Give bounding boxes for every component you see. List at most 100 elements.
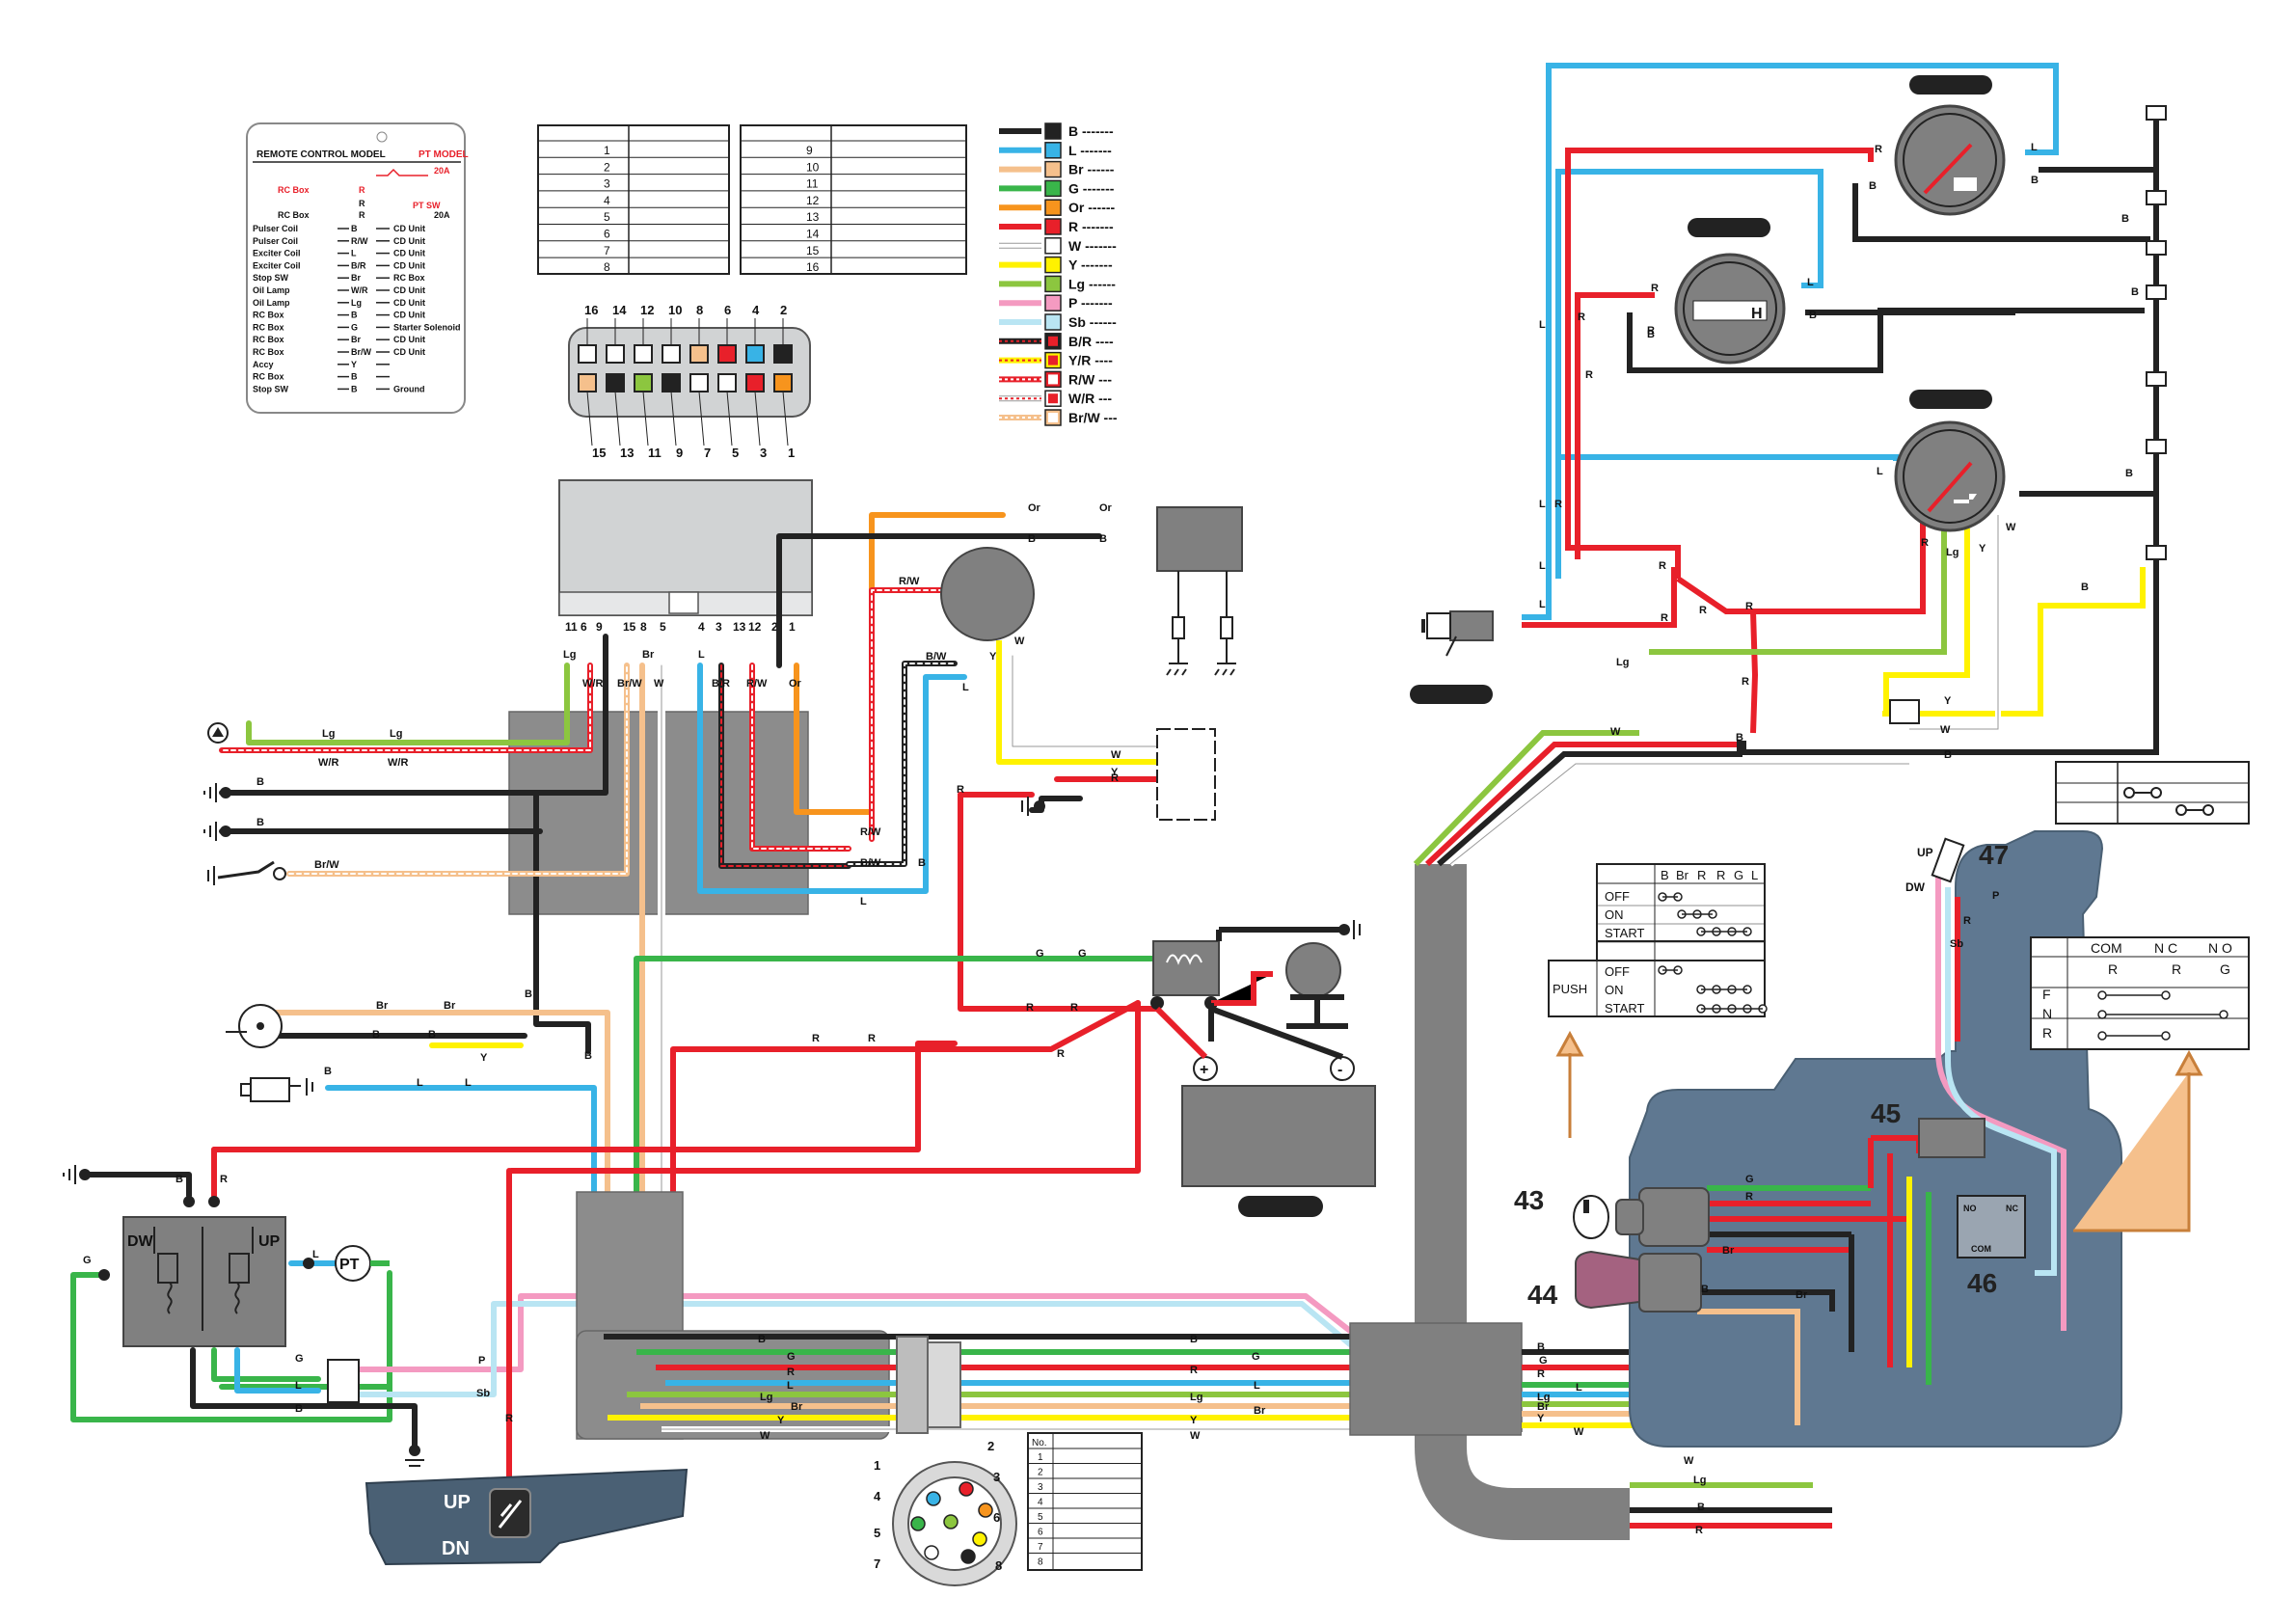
- card-r: R: [359, 199, 365, 208]
- remote-handle-up-dn-switch[interactable]: UP DN: [365, 1468, 689, 1566]
- neutral-row: R: [2042, 1025, 2052, 1041]
- wire-label: R: [1661, 612, 1668, 624]
- pin-number: 3: [604, 177, 610, 191]
- wire-label: R: [1537, 1368, 1545, 1380]
- neutral-col: COM: [2091, 940, 2122, 956]
- ignition-coil: [1156, 506, 1243, 676]
- starter-relay: [1150, 920, 1361, 1042]
- wire-label: W: [1014, 636, 1025, 647]
- remote-control-model-card: REMOTE CONTROL MODEL PT MODEL 20A RC Box…: [246, 122, 469, 414]
- card-row-right: CD Unit: [393, 311, 425, 320]
- remote-box-buzzer-45: [1918, 1118, 1985, 1158]
- wire-label: Br/W: [314, 859, 339, 871]
- oil-lamp-icon: [207, 722, 229, 744]
- wire-label: R: [787, 1367, 795, 1378]
- plug-pin: [972, 1531, 987, 1547]
- wire-label: L: [1539, 499, 1546, 510]
- card-row-right: CD Unit: [393, 236, 425, 246]
- main-switch-col: G: [1734, 868, 1743, 882]
- legend-code: Br ------: [1068, 162, 1115, 177]
- wire-label: L: [2031, 142, 2038, 153]
- remote-handle-dn: DN: [442, 1538, 470, 1559]
- wire-label: R: [1963, 915, 1971, 927]
- plug-table-row: 5: [1038, 1512, 1043, 1523]
- connector-pin: [717, 344, 737, 364]
- wire-label: L: [1539, 319, 1546, 331]
- plug-table-row: 8: [1038, 1557, 1043, 1568]
- wire-label: G: [1252, 1351, 1260, 1363]
- wire-label: W: [1111, 749, 1121, 761]
- pin-number: 5: [604, 210, 610, 224]
- card-row-right: CD Unit: [393, 347, 425, 357]
- choke-knob-44[interactable]: [1575, 1250, 1702, 1313]
- wire-label: Lg: [322, 728, 335, 740]
- pt-switch-47[interactable]: [1931, 837, 1965, 883]
- legend-code: Y/R ----: [1068, 353, 1113, 368]
- wire-label: Lg: [1537, 1392, 1550, 1403]
- pin-number: 2: [604, 160, 610, 174]
- wire-label: B/R: [712, 678, 730, 690]
- wire-label: G: [295, 1353, 304, 1365]
- wire-label: R/W: [899, 576, 920, 587]
- plug-pin-number: 4: [874, 1489, 881, 1503]
- legend-code: W -------: [1068, 238, 1117, 254]
- plug-table-row: 1: [1038, 1452, 1043, 1463]
- wire-label: B: [525, 988, 532, 1000]
- plug-pin-number: 3: [993, 1470, 1000, 1484]
- connector-pin: [773, 344, 793, 364]
- wire-label: Br/W: [617, 678, 642, 690]
- connector-pin: [578, 373, 597, 392]
- wire-label: Br: [1537, 1401, 1550, 1413]
- pt-connector: [327, 1359, 360, 1403]
- wire-label: R: [1647, 325, 1655, 337]
- plug-pin: [978, 1502, 993, 1518]
- pin-number: 15: [806, 244, 820, 257]
- svg-text:-: -: [1337, 1062, 1342, 1078]
- neutral-col: N O: [2208, 940, 2232, 956]
- card-rc-box-red: RC Box: [278, 185, 310, 195]
- harness-block-left: [576, 1191, 890, 1440]
- card-row-right: CD Unit: [393, 335, 425, 344]
- wire-label: W: [1190, 1430, 1201, 1442]
- wire-label: Y: [989, 651, 997, 663]
- pt-switch-table: [2055, 761, 2250, 825]
- card-row-left: RC Box: [253, 322, 284, 332]
- main-switch-43[interactable]: [1573, 1187, 1710, 1247]
- wire-label: B: [2081, 582, 2089, 593]
- connector-bottom-label: 1: [788, 446, 795, 460]
- arrow-up-icon: [1555, 1030, 1584, 1138]
- cd-pin-number: 12: [748, 620, 762, 634]
- connector-top-label: 4: [752, 303, 760, 317]
- wire-label: L: [417, 1077, 423, 1089]
- connector-pin: [717, 373, 737, 392]
- connector-pin: [745, 344, 765, 364]
- connector-pin: [634, 344, 653, 364]
- legend-code: Y -------: [1068, 257, 1113, 273]
- pin-number: 1: [604, 144, 610, 157]
- connector-bottom-label: 3: [760, 446, 767, 460]
- card-row-left: Accy: [253, 360, 274, 369]
- pin-number: 10: [806, 160, 820, 174]
- wire-label: L: [312, 1249, 319, 1260]
- wire-label: P: [478, 1355, 485, 1367]
- wire-label: L: [1877, 466, 1883, 477]
- wire-label: R/W: [860, 826, 881, 838]
- wire-label: L: [1576, 1382, 1582, 1394]
- wire-label: G: [1745, 1174, 1754, 1185]
- wire-label: Lg: [760, 1392, 772, 1403]
- plug-pin: [959, 1481, 974, 1497]
- wire-label: R: [1026, 1002, 1034, 1014]
- connector-pin: [689, 373, 709, 392]
- component-number: 44: [1527, 1280, 1558, 1310]
- wire-label: L: [1539, 560, 1546, 572]
- pt-relay-dw: DW: [127, 1233, 154, 1250]
- plug-table-row: 4: [1038, 1498, 1043, 1508]
- cd-pin-number: 8: [640, 620, 647, 634]
- plug-pin-number: 1: [874, 1458, 880, 1473]
- card-row-right: CD Unit: [393, 249, 425, 258]
- card-row-left: Pulser Coil: [253, 236, 298, 246]
- connector-bottom-label: 11: [648, 446, 662, 460]
- remote-box-wires: [1697, 868, 2066, 1425]
- connector-pin: [578, 344, 597, 364]
